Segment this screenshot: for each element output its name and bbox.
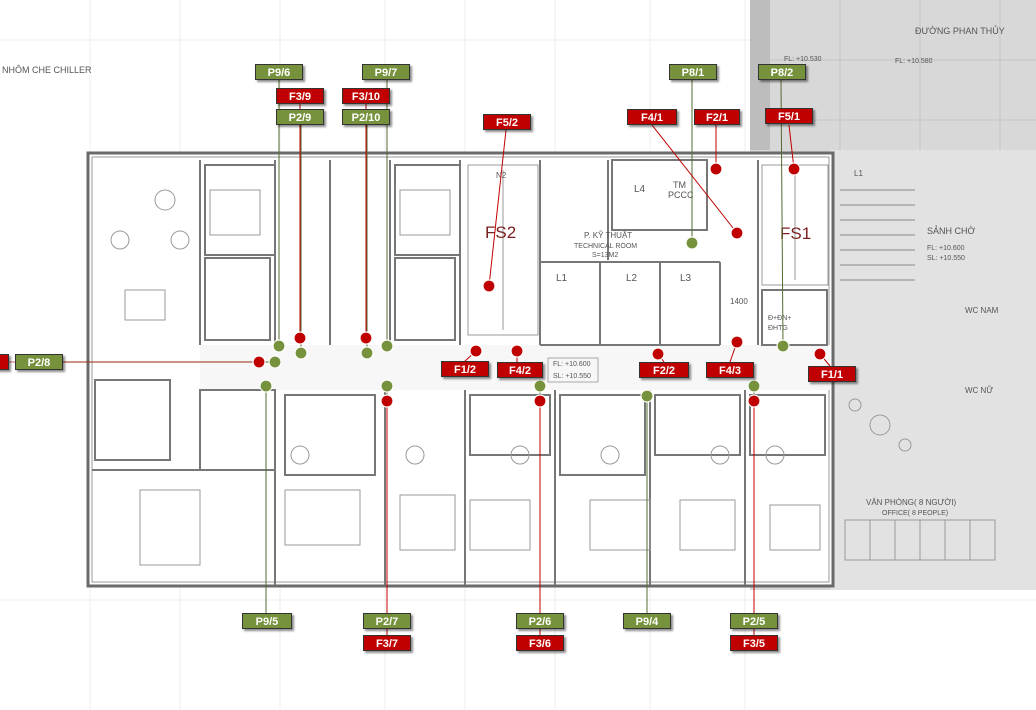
wc-nu-text: WC NỮ <box>965 386 993 395</box>
marker-p9-5[interactable]: P9/5 <box>242 613 292 629</box>
l2-text: L2 <box>626 273 638 284</box>
marker-f3-6[interactable]: F3/6 <box>516 635 564 651</box>
l3-text: L3 <box>680 273 692 284</box>
l4-text: L4 <box>634 184 646 195</box>
fl-top1-text: FL: +10.530 <box>784 56 822 63</box>
marker-p2-6[interactable]: P2/6 <box>516 613 564 629</box>
dhtg-text-1: Đ+ĐN+ <box>768 315 791 322</box>
office-text-1: VĂN PHÒNG( 8 NGƯỜI) <box>866 498 956 507</box>
marker-edge-red[interactable] <box>0 354 9 370</box>
marker-f2-2[interactable]: F2/2 <box>639 362 689 378</box>
l1-text: L1 <box>556 273 568 284</box>
lobby-fl-text: FL: +10.600 <box>927 245 965 252</box>
dim-1400-text: 1400 <box>730 297 748 306</box>
marker-p2-7[interactable]: P2/7 <box>363 613 411 629</box>
marker-p8-2[interactable]: P8/2 <box>758 64 806 80</box>
fs2-text: FS2 <box>485 223 516 242</box>
marker-f3-5[interactable]: F3/5 <box>730 635 778 651</box>
tech-room-text-2: TECHNICAL ROOM <box>574 243 637 250</box>
pccc-text: PCCC <box>668 190 694 200</box>
marker-p2-10[interactable]: P2/10 <box>342 109 390 125</box>
tech-room-text-3: S=13M2 <box>592 252 618 259</box>
marker-f2-1[interactable]: F2/1 <box>694 109 740 125</box>
marker-f4-3[interactable]: F4/3 <box>706 362 754 378</box>
marker-f3-10[interactable]: F3/10 <box>342 88 390 104</box>
marker-p8-1[interactable]: P8/1 <box>669 64 717 80</box>
stairs-right <box>840 189 915 281</box>
dhtg-text-2: ĐHTG <box>768 325 788 332</box>
tm-text: TM <box>673 180 686 190</box>
street-text: ĐƯỜNG PHAN THỦY <box>915 25 1005 36</box>
fl-top2-text: FL: +10.580 <box>895 58 933 65</box>
corridor-fl-text: FL: +10.600 <box>553 361 591 368</box>
marker-dots <box>252 162 827 408</box>
marker-p9-6[interactable]: P9/6 <box>255 64 303 80</box>
marker-p2-5[interactable]: P2/5 <box>730 613 778 629</box>
corridor-sl-text: SL: +10.550 <box>553 373 591 380</box>
room-walls <box>92 159 828 585</box>
marker-f1-2[interactable]: F1/2 <box>441 361 489 377</box>
office-text-2: OFFICE( 8 PEOPLE) <box>882 510 948 517</box>
marker-f5-1[interactable]: F5/1 <box>765 108 813 124</box>
marker-f1-1[interactable]: F1/1 <box>808 366 856 382</box>
marker-f3-7[interactable]: F3/7 <box>363 635 411 651</box>
lobby-text: SẢNH CHỜ <box>927 225 976 236</box>
marker-f3-9[interactable]: F3/9 <box>276 88 324 104</box>
lobby-sl-text: SL: +10.550 <box>927 255 965 262</box>
marker-f4-2[interactable]: F4/2 <box>497 362 543 378</box>
marker-f4-1[interactable]: F4/1 <box>627 109 677 125</box>
wc-nam-text: WC NAM <box>965 306 999 315</box>
marker-p2-8[interactable]: P2/8 <box>15 354 63 370</box>
marker-p9-7[interactable]: P9/7 <box>362 64 410 80</box>
furniture <box>110 189 912 566</box>
marker-f5-2[interactable]: F5/2 <box>483 114 531 130</box>
tech-room-text-1: P. KỸ THUẬT <box>584 231 632 240</box>
stairs-fs2 <box>467 164 539 336</box>
fs1-text: FS1 <box>780 224 811 243</box>
marker-p2-9[interactable]: P2/9 <box>276 109 324 125</box>
l1-right-text: L1 <box>854 169 863 178</box>
marker-p9-4[interactable]: P9/4 <box>623 613 671 629</box>
chiller-text: NHÔM CHE CHILLER <box>2 65 92 75</box>
office-desks <box>844 519 996 561</box>
